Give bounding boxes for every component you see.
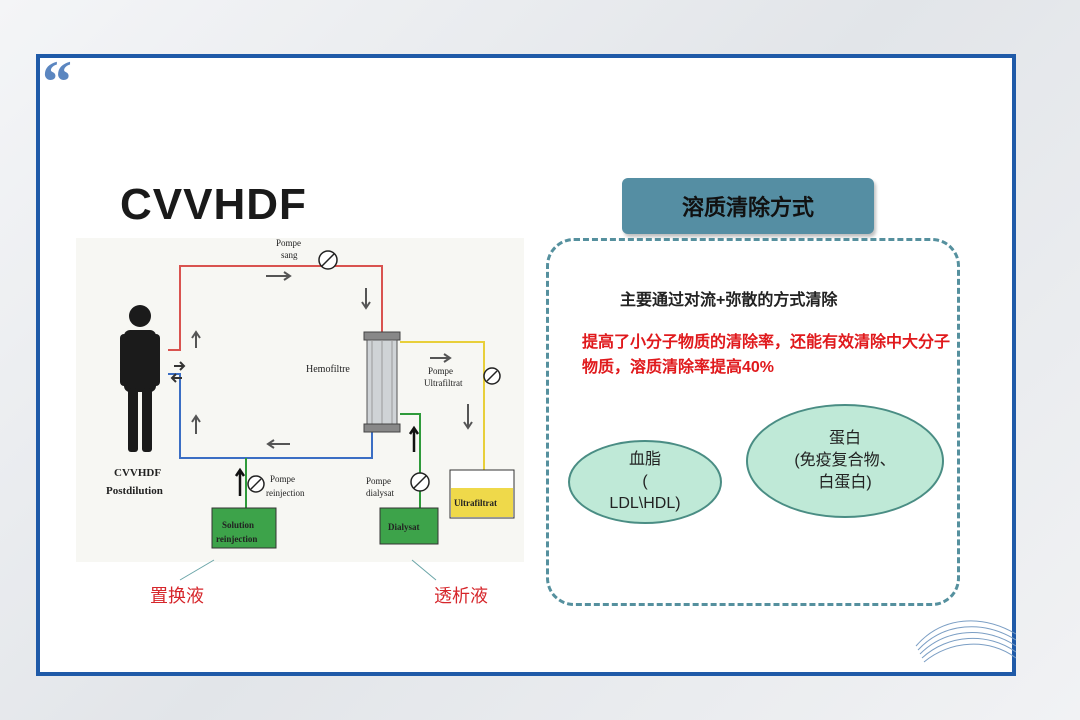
protein-line-3: 白蛋白) [818, 474, 872, 491]
label-pompe-uf-1: Pompe [428, 366, 453, 376]
label-ultrafiltrat: Ultrafiltrat [454, 498, 497, 508]
method-header: 溶质清除方式 [622, 178, 874, 234]
label-solution-2: reinjection [216, 534, 257, 544]
ultrafiltrate-pump-icon [483, 367, 501, 385]
lipid-ellipse: 血脂 ( LDL\HDL) [568, 440, 722, 524]
label-pompe-sang-2: sang [281, 250, 298, 260]
page-title: CVVHDF [120, 180, 307, 229]
label-pompe-rei-1: Pompe [270, 474, 295, 484]
decorative-wave-icon [915, 620, 1017, 663]
dialysat-bag [379, 507, 439, 545]
label-dialysat: Dialysat [388, 522, 420, 532]
flow-arrows [170, 271, 473, 496]
caption-dialysate: 透析液 [434, 586, 488, 606]
method-panel [546, 238, 960, 606]
ultrafiltrat-fill [451, 488, 513, 517]
lipid-line-1: 血脂 [628, 451, 661, 468]
label-pompe-rei-2: reinjection [266, 488, 305, 498]
highlight-text: 提高了小分子物质的清除率，还能有效清除中大分子物质，溶质清除率提高40% [582, 334, 951, 376]
patient-figure-icon [120, 305, 160, 452]
caption-solution: 置换液 [150, 586, 204, 606]
label-solution-1: Solution [222, 520, 254, 530]
lipid-line-3: LDL\HDL) [609, 495, 681, 512]
label-pompe-uf-2: Ultrafiltrat [424, 378, 463, 388]
quote-mark-icon: “ [42, 49, 72, 115]
reinjection-pump-icon [247, 475, 265, 493]
dialysate-pump-icon [410, 472, 430, 492]
hemofilter [363, 331, 401, 433]
protein-ellipse: 蛋白 (免疫复合物、 白蛋白) [746, 404, 944, 518]
protein-line-2: (免疫复合物、 [794, 452, 896, 469]
label-pompe-dia-1: Pompe [366, 476, 391, 486]
label-patient-1: CVVHDF [114, 467, 161, 479]
protein-line-1: 蛋白 [828, 430, 861, 447]
blood-pump-icon [318, 250, 338, 270]
label-pompe-sang-1: Pompe [276, 238, 301, 248]
lipid-line-2: ( [642, 473, 648, 490]
main-text: 主要通过对流+弥散的方式清除 [620, 292, 838, 309]
solution-bag [211, 507, 277, 549]
label-patient-2: Postdilution [106, 485, 163, 497]
cvvhdf-diagram: Pompe sang Hemofiltre Pompe Ultrafiltrat… [76, 238, 524, 562]
label-hemofiltre: Hemofiltre [306, 364, 350, 375]
blood-in-line [168, 265, 383, 351]
ultrafiltrate-line [400, 341, 485, 470]
label-pompe-dia-2: dialysat [366, 488, 394, 498]
